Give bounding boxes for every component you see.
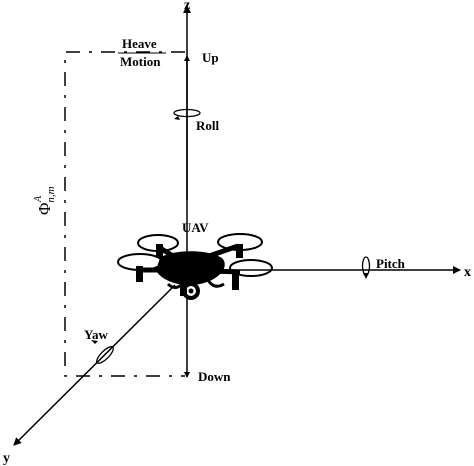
phi-superscript: A [33, 195, 44, 203]
down-label: Down [198, 369, 231, 384]
phi-main: Φ [35, 203, 54, 215]
pitch-rotation-icon [361, 256, 371, 279]
roll-label: Roll [196, 118, 220, 133]
phi-symbol: Φn,m A [33, 186, 57, 215]
y-axis [13, 284, 176, 446]
y-axis-label: y [3, 451, 10, 466]
uav-label: UAV [182, 220, 209, 235]
yaw-rotation-icon [91, 340, 114, 364]
heave-label-line2: Motion [120, 54, 161, 69]
pitch-label: Pitch [376, 256, 406, 271]
up-label: Up [202, 50, 219, 65]
x-axis-label: x [464, 265, 471, 280]
heave-dashed-bracket [64, 51, 185, 377]
heave-label-line1: Heave [122, 36, 157, 51]
svg-text:Φn,m: Φn,m [35, 186, 57, 215]
roll-rotation-icon [173, 108, 201, 120]
quadcopter-drone-icon [117, 233, 273, 300]
phi-subscript: n,m [45, 186, 57, 202]
yaw-label: Yaw [84, 327, 108, 342]
z-axis-label: z [184, 0, 190, 13]
